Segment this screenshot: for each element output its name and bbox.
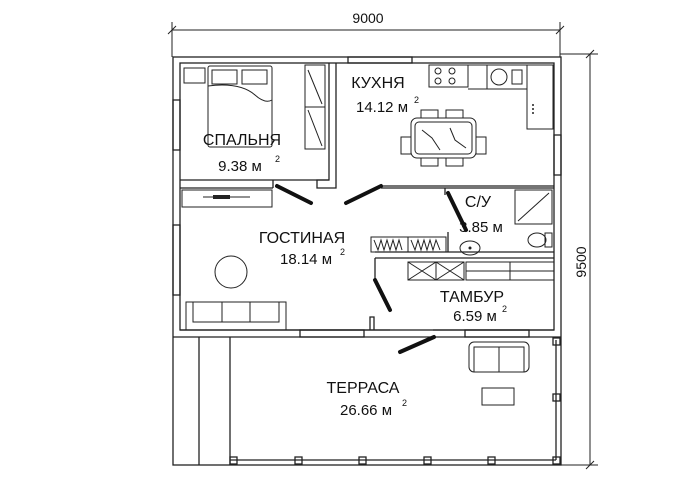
tv-cabinet-icon <box>181 189 273 208</box>
room-terrace: ТЕРРАСА 26.66 м 2 <box>327 380 407 419</box>
room-name: ТАМБУР <box>440 289 504 306</box>
room-area: 26.66 м <box>340 402 392 419</box>
room-area: 3.85 м <box>459 219 503 236</box>
area-unit-sup: 2 <box>414 95 419 105</box>
storage-icon <box>407 261 555 281</box>
terrace-sofa-icon <box>468 341 530 373</box>
dimension-height: 9500 <box>560 49 598 470</box>
room-vestibule: ТАМБУР 6.59 м 2 <box>440 289 507 325</box>
sofa-icon <box>185 301 287 331</box>
shelf-icon <box>370 236 447 253</box>
shower-icon <box>514 189 553 225</box>
walls <box>172 56 562 466</box>
room-name: КУХНЯ <box>351 75 404 92</box>
room-name: ТЕРРАСА <box>327 380 400 397</box>
width-label: 9000 <box>352 10 383 26</box>
area-unit-sup: 2 <box>402 398 407 408</box>
room-name: СПАЛЬНЯ <box>203 132 281 149</box>
dimension-width: 9000 <box>167 10 565 57</box>
area-unit-sup: 2 <box>340 247 345 257</box>
stove-icon <box>428 64 469 88</box>
room-area: 6.59 м <box>453 308 497 325</box>
area-unit-sup: 2 <box>275 154 280 164</box>
room-name: ГОСТИНАЯ <box>259 230 345 247</box>
height-label: 9500 <box>573 246 589 277</box>
bed-icon <box>183 65 273 148</box>
doors <box>275 184 468 354</box>
room-living: ГОСТИНАЯ 18.14 м 2 <box>259 230 345 268</box>
area-unit-sup: 2 <box>502 304 507 314</box>
dining-table-icon <box>400 109 487 167</box>
sink-icon <box>459 240 481 256</box>
room-area: 14.12 м <box>356 99 408 116</box>
room-bedroom: СПАЛЬНЯ 9.38 м 2 <box>203 132 281 175</box>
round-table-icon <box>214 255 248 289</box>
toilet-icon <box>527 232 553 248</box>
terrace-table-icon <box>481 387 515 406</box>
room-name: С/У <box>465 194 492 211</box>
room-area: 18.14 м <box>280 251 332 268</box>
room-kitchen: КУХНЯ 14.12 м 2 <box>351 75 419 116</box>
room-bathroom: С/У 3.85 м <box>459 194 503 236</box>
wardrobe-icon <box>304 64 326 150</box>
kitchen-counter <box>468 64 554 130</box>
room-area: 9.38 м <box>218 158 262 175</box>
